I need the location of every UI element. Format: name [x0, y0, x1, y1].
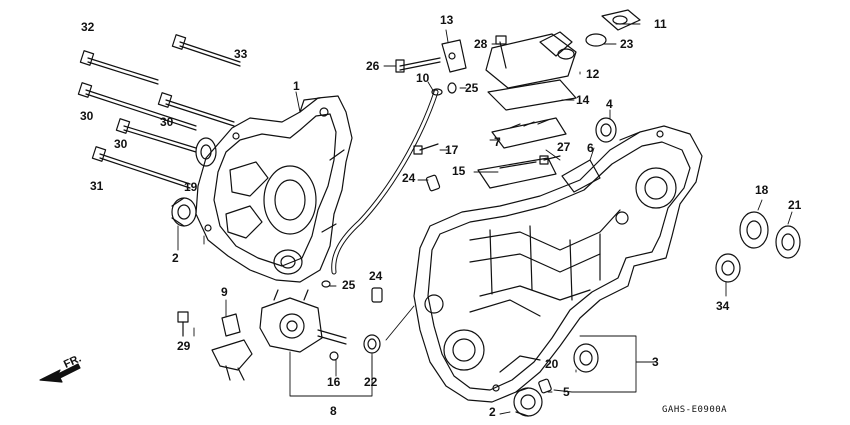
callout-3: 3: [652, 355, 659, 369]
callout-2-bottom: 2: [489, 405, 496, 419]
callout-10: 10: [416, 71, 430, 85]
callout-32: 32: [81, 20, 95, 34]
callout-24-upper: 24: [402, 171, 416, 185]
callout-1: 1: [293, 79, 300, 93]
callout-8: 8: [330, 404, 337, 418]
callout-5: 5: [563, 385, 570, 399]
callout-6: 6: [587, 141, 594, 155]
callout-17: 17: [445, 143, 459, 157]
callout-12: 12: [586, 67, 600, 81]
callout-13: 13: [440, 13, 454, 27]
bolt-29: [177, 311, 189, 337]
callout-20: 20: [545, 357, 559, 371]
callout-7: 7: [494, 135, 501, 149]
callout-19: 19: [184, 180, 198, 194]
bracket-9: [211, 313, 253, 381]
callout-28: 28: [474, 37, 488, 51]
front-direction-arrow: [39, 363, 81, 383]
oil-pump-assembly: [259, 289, 381, 361]
right-bearings: [715, 211, 801, 283]
callout-4: 4: [606, 97, 613, 111]
callout-34: 34: [716, 299, 730, 313]
callout-30-a: 30: [80, 109, 94, 123]
callout-18: 18: [755, 183, 769, 197]
bracket-6: [561, 159, 601, 193]
bearing-4: [595, 117, 617, 143]
clip-lower: [321, 280, 331, 288]
left-seal-bearing: [171, 137, 217, 227]
breather-hose: [331, 88, 443, 275]
callout-26: 26: [366, 59, 380, 73]
callout-30-b: 30: [160, 115, 174, 129]
left-crankcase-half: [195, 95, 353, 283]
right-crankcase-half: [413, 125, 703, 403]
intake-reed-assembly: [477, 9, 641, 189]
callout-23: 23: [620, 37, 634, 51]
callout-11: 11: [654, 17, 667, 31]
callout-33: 33: [234, 47, 248, 61]
clip-upper: [447, 82, 457, 94]
diagram-code: GAHS-E0900A: [662, 405, 728, 415]
callout-16: 16: [327, 375, 341, 389]
leader-lines: [177, 23, 793, 415]
callout-25-lower: 25: [342, 278, 356, 292]
callout-25-upper: 25: [465, 81, 479, 95]
callout-24-lower: 24: [369, 269, 383, 283]
callout-15: 15: [452, 164, 466, 178]
long-bolts: [77, 34, 241, 189]
callout-21: 21: [788, 198, 802, 212]
callout-9: 9: [221, 285, 228, 299]
callout-2-left: 2: [172, 251, 179, 265]
dowel-pins: [371, 174, 552, 394]
callout-22: 22: [364, 375, 378, 389]
callout-31: 31: [90, 179, 104, 193]
callout-14: 14: [576, 93, 590, 107]
bracket-and-bolts: [395, 35, 561, 165]
callout-27: 27: [557, 140, 571, 154]
callout-30-c: 30: [114, 137, 128, 151]
lower-bearings: [513, 343, 599, 417]
callout-29: 29: [177, 339, 191, 353]
